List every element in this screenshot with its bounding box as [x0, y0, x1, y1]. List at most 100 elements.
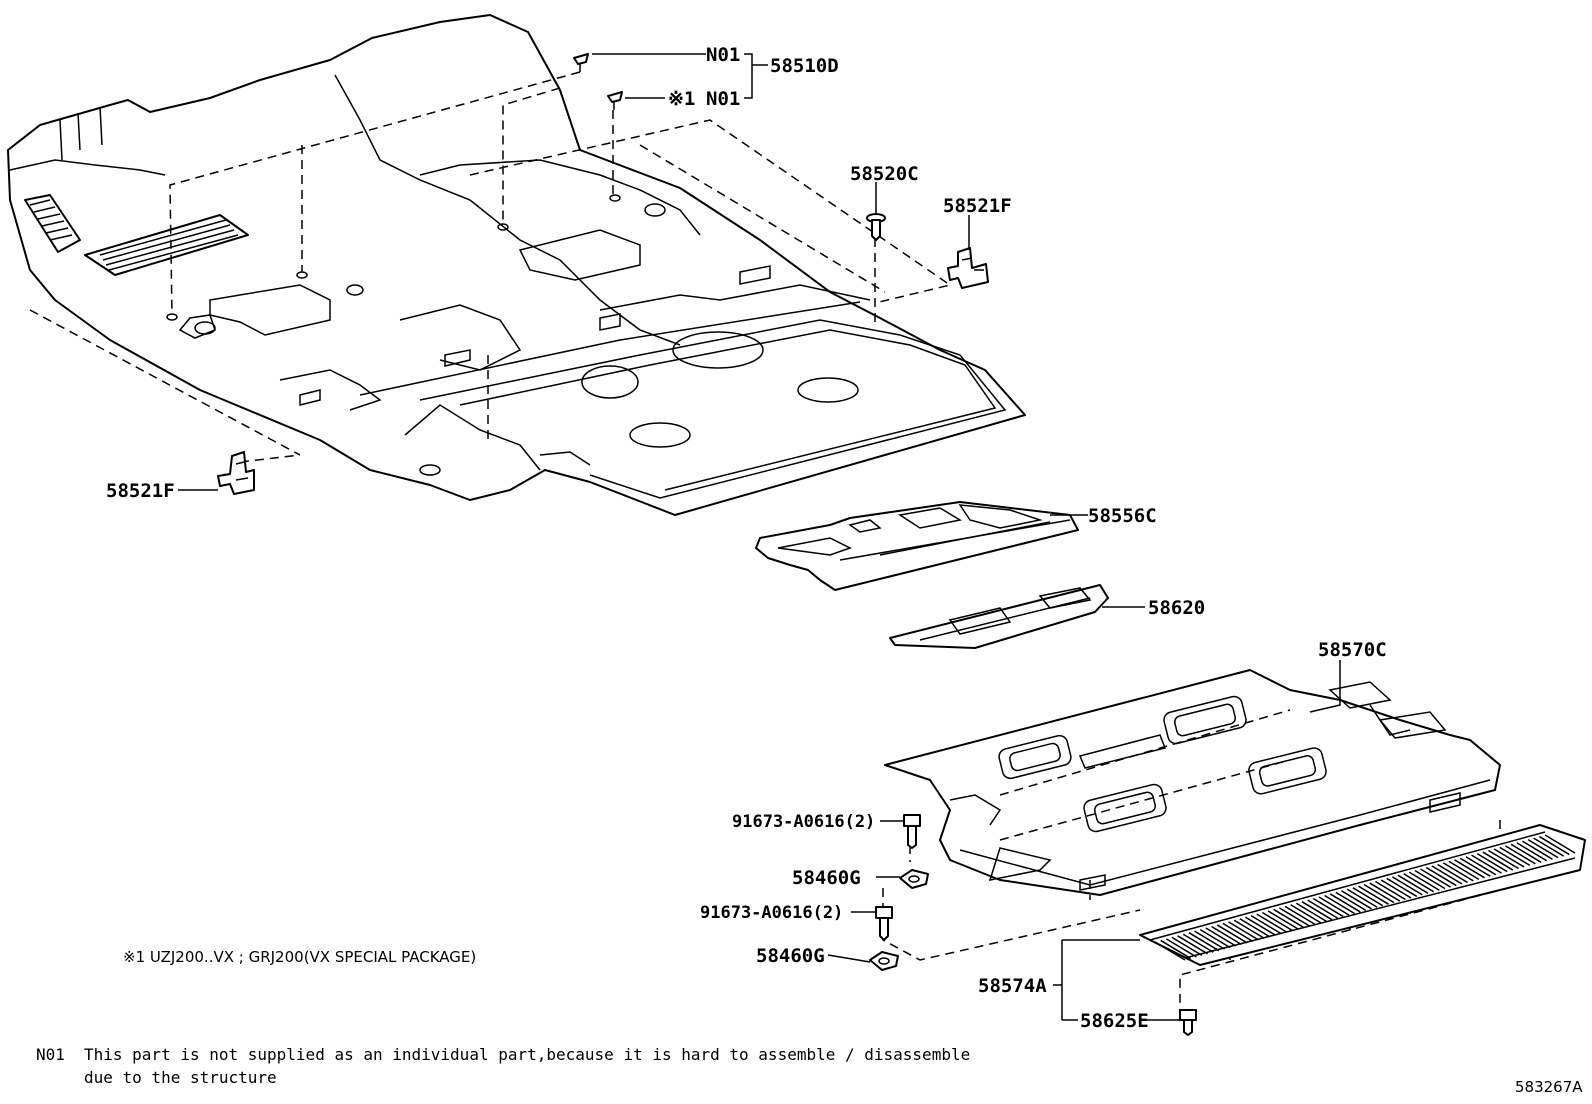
- scuff-rib: [1352, 887, 1384, 907]
- label-91673-a: 91673-A0616(2): [732, 812, 875, 832]
- diagram-id: 583267A: [1515, 1078, 1583, 1096]
- label-n01-b: N01: [706, 88, 740, 110]
- scuff-rib: [1522, 840, 1553, 860]
- clip-icon: [573, 53, 589, 72]
- scuff-rib: [1442, 862, 1474, 882]
- label-58574A: 58574A: [978, 975, 1047, 997]
- scuff-rib: [1437, 863, 1468, 884]
- scuff-rib: [1471, 854, 1502, 874]
- scuff-rib: [1228, 921, 1259, 941]
- n01-note-line1: This part is not supplied as an individu…: [84, 1045, 970, 1064]
- scuff-rib: [1154, 941, 1186, 961]
- scuff-ribs: [1154, 834, 1576, 961]
- scuff-rib: [1454, 859, 1485, 879]
- label-58570C: 58570C: [1318, 639, 1387, 661]
- label-58510D: 58510D: [770, 55, 839, 77]
- scuff-rib: [1493, 848, 1525, 868]
- scuff-rib: [1273, 908, 1305, 929]
- scuff-rib: [1256, 913, 1288, 933]
- label-58521F-left: 58521F: [106, 480, 175, 502]
- assembly-guide-lines: [29, 71, 952, 463]
- scuff-rib: [1392, 876, 1423, 896]
- scuff-rib: [1199, 928, 1231, 949]
- scuff-rib: [1408, 871, 1440, 891]
- scuff-rib: [1301, 901, 1333, 921]
- applicability-note: ※1 UZJ200..VX ; GRJ200(VX SPECIAL PACKAG…: [123, 948, 476, 966]
- scuff-rib: [1341, 890, 1372, 910]
- scuff-rib: [1533, 837, 1565, 857]
- scuff-rib: [1380, 879, 1412, 899]
- front-floor-carpet: [7, 14, 1026, 516]
- nut-icon: [899, 869, 929, 889]
- label-58556C: 58556C: [1088, 505, 1157, 527]
- scuff-rib: [1165, 938, 1197, 958]
- scuff-rib: [1476, 852, 1508, 873]
- scuff-rib: [1245, 916, 1276, 936]
- scuff-rib: [1278, 907, 1310, 927]
- part-58556C: [755, 501, 1079, 591]
- scuff-rib: [1358, 885, 1389, 905]
- scuff-rib: [1538, 835, 1570, 856]
- scuff-rib: [1448, 860, 1480, 881]
- label-91673-b: 91673-A0616(2): [700, 903, 843, 923]
- nut-icon: [869, 951, 899, 971]
- scuff-rib: [1307, 899, 1338, 919]
- label-58620: 58620: [1148, 597, 1205, 619]
- scuff-rib: [1329, 893, 1361, 913]
- scuff-rib: [1295, 902, 1327, 922]
- label-58460G-b: 58460G: [756, 945, 825, 967]
- n01-note-line2: due to the structure: [84, 1068, 277, 1087]
- clip-icon: [1179, 1009, 1197, 1036]
- scuff-rib: [1403, 873, 1435, 893]
- bolt-icon: [903, 814, 921, 849]
- scuff-rib: [1284, 905, 1316, 925]
- scuff-rib: [1363, 883, 1395, 904]
- scuff-rib: [1182, 933, 1214, 953]
- scuff-rib: [1488, 849, 1519, 870]
- scuff-rib: [1346, 888, 1378, 908]
- scuff-rib: [1211, 925, 1242, 946]
- scuff-rib: [1188, 932, 1220, 952]
- label-mark-1: ※1: [668, 88, 695, 110]
- scuff-rib: [1250, 914, 1282, 935]
- scuff-rib: [1510, 843, 1542, 863]
- part-58570C: [884, 669, 1501, 896]
- notes: ※1 UZJ200..VX ; GRJ200(VX SPECIAL PACKAG…: [36, 948, 1583, 1096]
- scuff-rib: [1171, 936, 1203, 956]
- scuff-rib: [1233, 919, 1265, 939]
- label-n01-a: N01: [706, 44, 740, 66]
- scuff-rib: [1194, 930, 1225, 950]
- scuff-rib: [1527, 839, 1559, 859]
- scuff-rib: [1239, 918, 1271, 938]
- scuff-rib: [1482, 851, 1514, 871]
- retainer-icon: [217, 451, 255, 495]
- label-58625E: 58625E: [1080, 1010, 1149, 1032]
- scuff-rib: [1262, 911, 1293, 932]
- part-labels: N01 58510D ※1 N01 58520C 58521F 58521F 5…: [106, 44, 1387, 1032]
- scuff-rib: [1177, 935, 1208, 955]
- scuff-rib: [1499, 846, 1531, 867]
- scuff-rib: [1216, 924, 1248, 944]
- scuff-rib: [1414, 870, 1446, 890]
- scuff-rib: [1420, 868, 1452, 888]
- scuff-rib: [1375, 880, 1406, 901]
- scuff-rib: [1312, 897, 1344, 918]
- screw-icon: [866, 213, 886, 241]
- scuff-rib: [1324, 894, 1355, 915]
- label-58521F-top: 58521F: [943, 195, 1012, 217]
- leader-lines: [178, 53, 1341, 1021]
- part-58620: [889, 584, 1109, 649]
- scuff-rib: [1318, 896, 1350, 916]
- scuff-rib: [1397, 874, 1429, 894]
- scuff-rib: [1516, 842, 1548, 862]
- label-58460G-a: 58460G: [792, 867, 861, 889]
- scuff-rib: [1335, 891, 1367, 912]
- scuff-rib: [1267, 910, 1299, 930]
- scuff-rib: [1222, 922, 1254, 943]
- scuff-rib: [1290, 904, 1322, 924]
- scuff-rib: [1369, 882, 1401, 902]
- scuff-rib: [1205, 927, 1237, 947]
- scuff-rib: [1386, 877, 1418, 898]
- scuff-rib: [1425, 866, 1457, 887]
